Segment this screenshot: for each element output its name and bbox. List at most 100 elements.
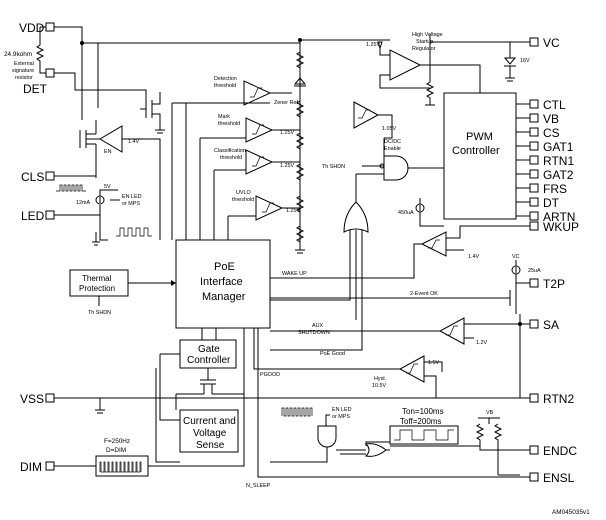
dcdc-label-2: Enable bbox=[384, 146, 401, 152]
rtn2-pin-label: RTN2 bbox=[543, 392, 574, 406]
poe-label-3: Manager bbox=[202, 291, 246, 303]
poe-interface-manager-block bbox=[175, 239, 271, 329]
led-en-2: or MPS bbox=[122, 201, 140, 207]
det-line bbox=[54, 72, 147, 100]
ton-label: Ton=100ms bbox=[402, 407, 444, 416]
hyst-2: 10.5V bbox=[372, 383, 386, 389]
wkup-ref: 1.4V bbox=[468, 254, 479, 260]
document-id: AM045035v1 bbox=[552, 509, 590, 516]
mark-comparator bbox=[245, 117, 274, 143]
dt-pin-label: DT bbox=[543, 196, 560, 210]
classification-label-2: threshold bbox=[220, 155, 242, 161]
wkup-current-source bbox=[415, 198, 444, 227]
classification-comparator bbox=[245, 149, 274, 175]
dim-pwm-waveform bbox=[99, 461, 142, 473]
rtn1-pin bbox=[529, 155, 539, 165]
ensl-pin bbox=[529, 472, 539, 482]
dim-pin bbox=[45, 461, 55, 471]
detection-label-1: Detection bbox=[214, 76, 237, 82]
zener-label: Zener Ref bbox=[274, 100, 298, 106]
zener-16v: 16V bbox=[520, 58, 530, 64]
t2p-mosfet bbox=[500, 283, 517, 314]
cls-en-label: EN bbox=[104, 149, 112, 155]
mark-label-2: threshold bbox=[218, 121, 240, 127]
gat1-pin-label: GAT1 bbox=[543, 140, 574, 154]
gate-label-2: Controller bbox=[187, 355, 231, 366]
led-en-1: EN LED bbox=[122, 194, 142, 200]
mark-label-1: Mark bbox=[218, 114, 230, 120]
detection-label-2: threshold bbox=[214, 83, 236, 89]
cls-pin-label: CLS bbox=[21, 170, 44, 184]
sense-label-2: Voltage bbox=[193, 428, 227, 439]
gat1-pin bbox=[529, 141, 539, 151]
vb-small: VB bbox=[486, 410, 494, 416]
ctl-pin bbox=[529, 99, 539, 109]
classification-label-1: Classification bbox=[214, 148, 246, 154]
vc-small: VC bbox=[512, 254, 520, 260]
source-25ua: 25uA bbox=[528, 268, 541, 274]
th-shdn-pwm: Th SHDN bbox=[322, 164, 345, 170]
led-pulse-waveform bbox=[56, 184, 86, 192]
led-current-source bbox=[95, 189, 106, 205]
sense-label-3: Sense bbox=[196, 440, 225, 451]
hv-reg-2: Startup bbox=[416, 39, 433, 45]
gate-controller-block bbox=[179, 339, 237, 369]
endc-pin-label: ENDC bbox=[543, 444, 577, 458]
hyst-1: Hyst. bbox=[374, 376, 386, 382]
ref-105: 1.05V bbox=[382, 126, 396, 132]
cls-ref: 1.4V bbox=[128, 139, 139, 145]
led-switch-waveform bbox=[116, 227, 152, 237]
poe-label-2: Interface bbox=[200, 276, 243, 288]
rtn2-pin bbox=[529, 393, 539, 403]
det-pin-label: DET bbox=[23, 82, 48, 96]
undervoltage-comparator bbox=[353, 101, 380, 129]
cls-mosfet bbox=[79, 120, 100, 158]
pgood-label: PGOOD bbox=[260, 372, 280, 378]
t2p-current-source bbox=[511, 265, 521, 283]
two-event-label: 2-Event OK bbox=[410, 291, 438, 297]
endc-en-1: EN LED bbox=[332, 407, 352, 413]
uvlo-label-2: threshold bbox=[232, 197, 254, 203]
signature-resistor-symbol bbox=[35, 26, 46, 74]
current-voltage-sense-block bbox=[179, 409, 239, 453]
cs-pin bbox=[529, 127, 539, 137]
endc-and-gate bbox=[317, 425, 337, 448]
n-sleep-label: N_SLEEP bbox=[246, 483, 271, 489]
vss-pin-label: VSS bbox=[20, 392, 44, 406]
aux-label-2: SHUTDOWN bbox=[298, 330, 330, 336]
vss-pin bbox=[45, 393, 55, 403]
det-mosfet bbox=[140, 92, 165, 134]
wkup-pin bbox=[529, 221, 539, 231]
vb-pin-label: VB bbox=[543, 112, 559, 126]
source-450ua: 450uA bbox=[398, 210, 414, 216]
endc-or-gate bbox=[364, 443, 387, 457]
led-pin-label: LED bbox=[21, 209, 45, 223]
dim-pin-label: DIM bbox=[20, 460, 42, 474]
vc-pin bbox=[529, 37, 539, 47]
thermal-label-1: Thermal bbox=[82, 274, 112, 283]
cls-pin bbox=[45, 171, 55, 181]
thermal-shdn: Th SHDN bbox=[88, 310, 111, 316]
resistor-value: 24.9kohm bbox=[4, 51, 32, 58]
dim-freq: F=250Hz bbox=[104, 438, 130, 445]
hv-regulator-amp bbox=[389, 49, 422, 81]
uvlo-label-1: UVLO bbox=[236, 190, 251, 196]
pwm-label-2: Controller bbox=[452, 145, 500, 157]
zener-reference-symbol bbox=[293, 77, 307, 87]
gat2-pin bbox=[529, 169, 539, 179]
endc-en-2: or MPS bbox=[332, 414, 350, 420]
wake-up-label: WAKE UP bbox=[282, 271, 307, 277]
led-current: 12mA bbox=[76, 200, 90, 206]
led-pin bbox=[45, 210, 55, 220]
hv-reg-3: Regulator bbox=[412, 46, 436, 52]
dt-pin bbox=[529, 197, 539, 207]
pwm-controller-block bbox=[443, 92, 517, 220]
aux-label-1: AUX bbox=[312, 323, 323, 329]
resistor-desc-3: resistor bbox=[15, 75, 33, 81]
hv-ref: 1.25V bbox=[366, 42, 380, 48]
gat2-pin-label: GAT2 bbox=[543, 168, 574, 182]
sense-label-1: Current and bbox=[183, 416, 236, 427]
sa-pin-label: SA bbox=[543, 318, 559, 332]
detection-comparator bbox=[243, 80, 272, 106]
